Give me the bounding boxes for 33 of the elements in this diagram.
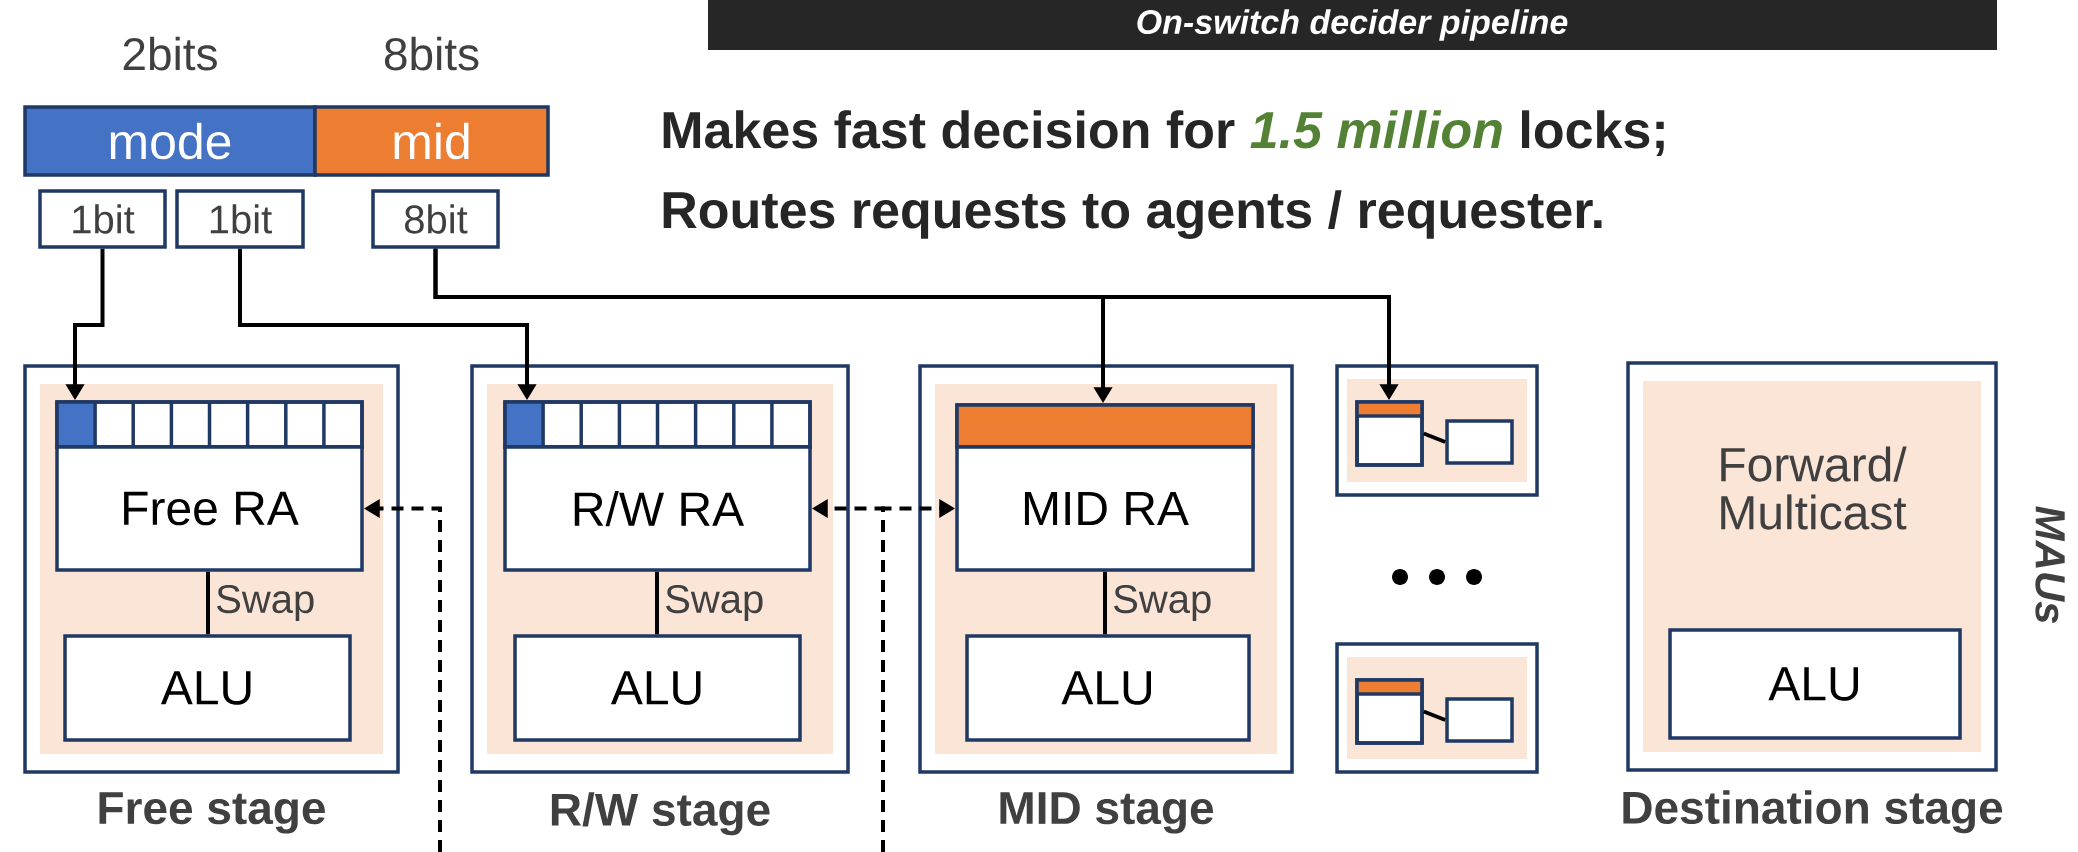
size-label: 2bits [123, 36, 217, 71]
side-label: MAUs [2035, 506, 2065, 624]
bit-box: 8bit [371, 189, 500, 249]
connector-line [1423, 431, 1446, 444]
header-field: mid [313, 105, 550, 177]
process-box: ALU [1668, 628, 1962, 740]
connector-line [1423, 709, 1446, 722]
subtitle-text: Makes fast decision for [663, 110, 1235, 149]
node-label: Free stage [99, 792, 325, 834]
node-label: R/W stage [551, 792, 770, 836]
process-box: ALU [63, 634, 352, 742]
subtitle-text: locks; [1522, 110, 1664, 157]
bit-box: 1bit [175, 189, 305, 249]
table-box [1355, 678, 1424, 745]
connector-line [1103, 571, 1107, 635]
header-field: mode [23, 105, 317, 177]
highlight-text: 1.5 million [1250, 110, 1502, 149]
size-label: 8bits [384, 36, 479, 71]
process-box [1445, 697, 1514, 743]
node-label: Destination stage [1623, 790, 2003, 834]
connector-line [655, 571, 659, 635]
title-banner: On-switch decider pipeline [708, 0, 1997, 50]
table-box [1355, 400, 1424, 467]
node-label: MID stage [1000, 792, 1214, 834]
edge-label: Swap [214, 583, 317, 623]
subtitle-text: Routes requests to agents / requester. [663, 190, 1602, 240]
process-box [1445, 419, 1514, 465]
edge-label: Swap [663, 583, 766, 623]
edge-label: Swap [1111, 583, 1214, 623]
connector-line [206, 571, 210, 635]
bit-box: 1bit [38, 189, 167, 249]
process-box: ALU [965, 634, 1251, 742]
process-box: ALU [513, 634, 802, 742]
